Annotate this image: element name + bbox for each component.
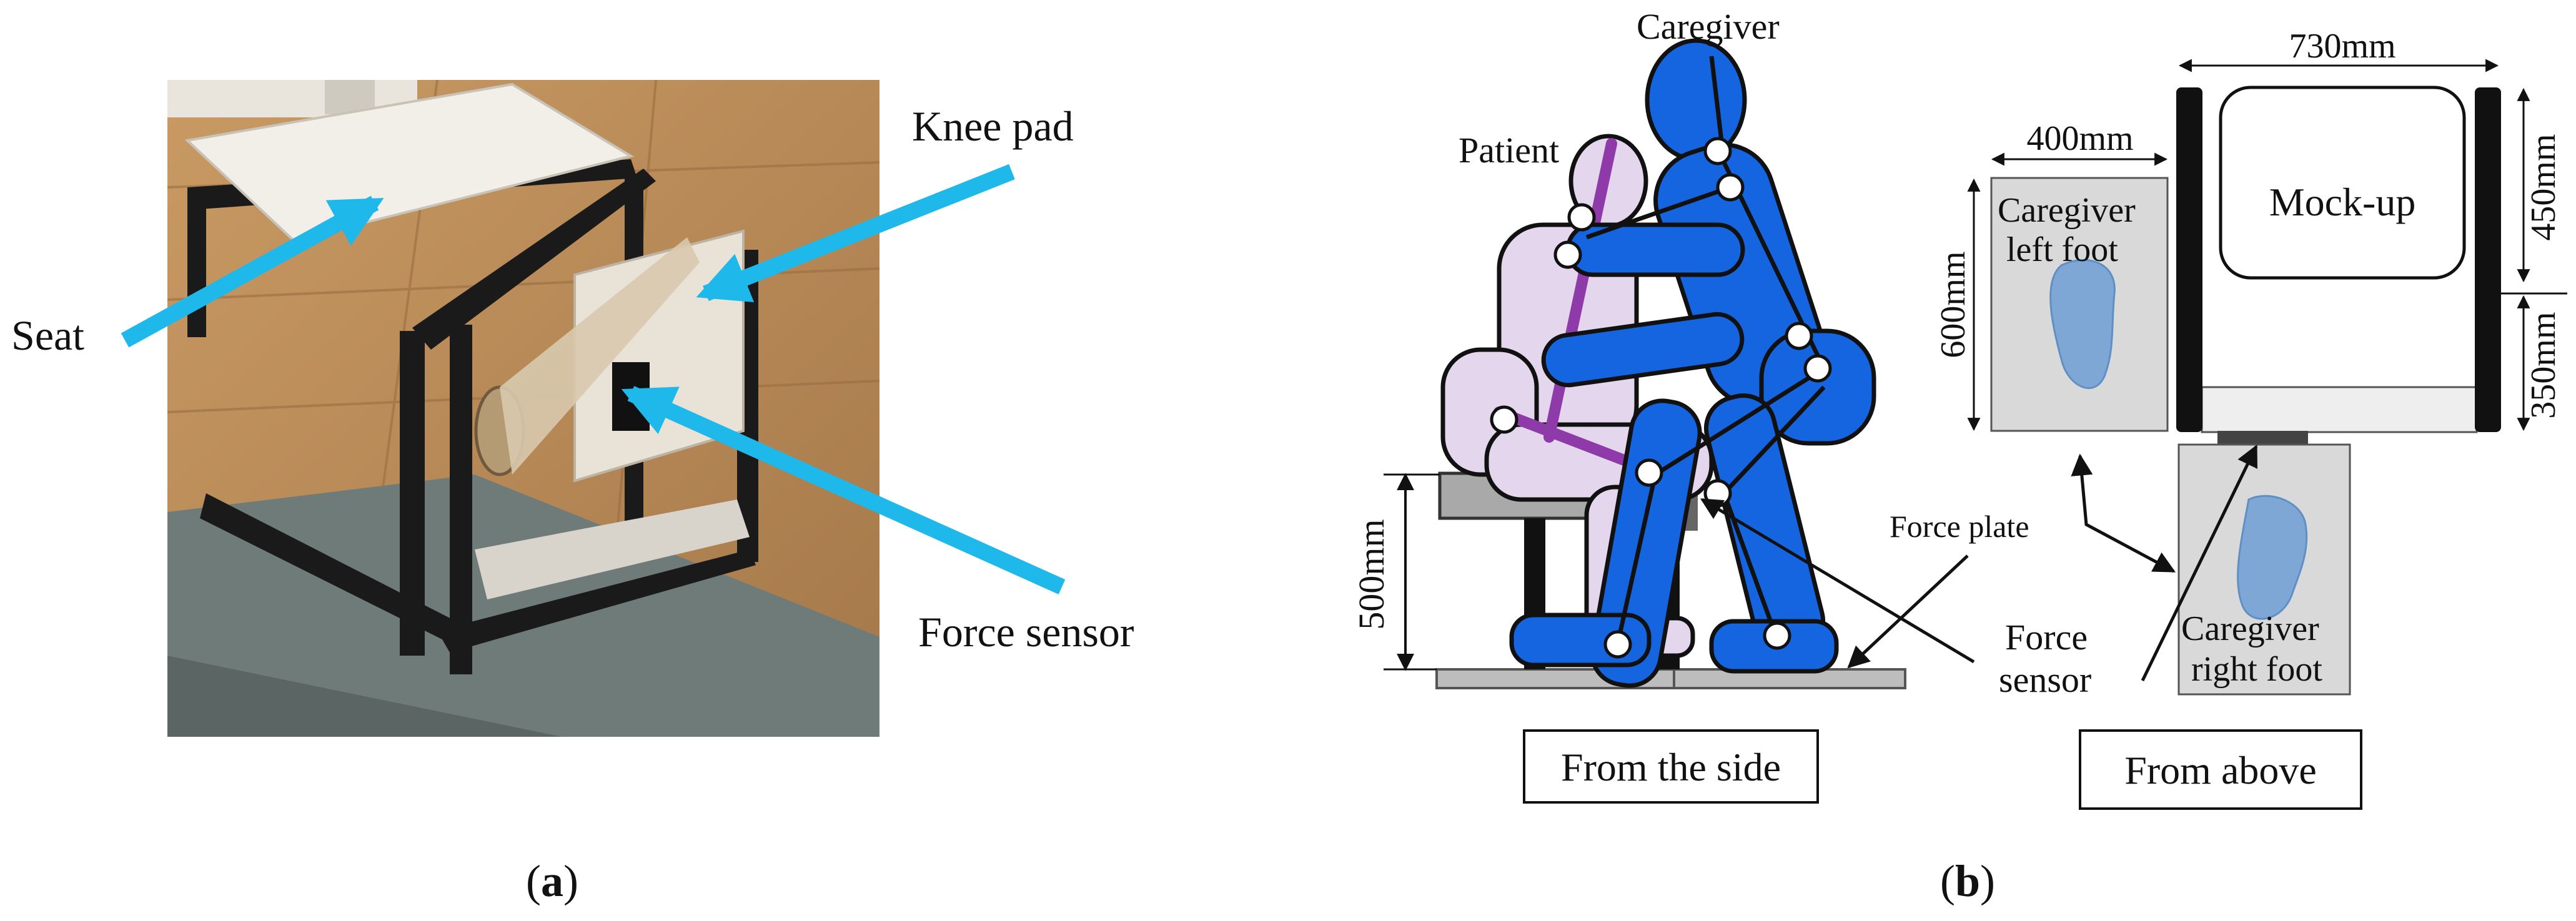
- left-foot-label-2: left foot: [2006, 230, 2118, 269]
- right-foot-label-1: Caregiver: [2181, 609, 2319, 648]
- mockup-rail-right: [2475, 87, 2501, 432]
- mockup-force-sensor: [2217, 431, 2308, 445]
- left-foot-print: [2049, 259, 2116, 389]
- caption-a: (a): [526, 856, 578, 906]
- caption-b: (b): [1940, 856, 1995, 906]
- force-plate-arrow: [1847, 554, 1969, 669]
- seat-arrow: [121, 195, 384, 348]
- side-view: 500mm Caregiver Patient Force plate Forc…: [1351, 6, 2091, 804]
- knee-pad-arrow: [696, 164, 1015, 303]
- right-foot-print: [2237, 495, 2308, 620]
- photo-force-plate: [167, 475, 879, 737]
- photo-seat-board: [184, 82, 635, 242]
- mockup-label: Mock-up: [2269, 180, 2416, 224]
- force-sensor-b-label-2: sensor: [1999, 659, 2091, 700]
- from-above-box: [2079, 729, 2362, 810]
- photo-panel: [167, 79, 880, 737]
- dim-730-label: 730mm: [2289, 27, 2395, 66]
- from-side-box: [1523, 729, 1819, 804]
- dim-350-label: 350mm: [2524, 312, 2563, 418]
- from-above-label: From above: [2124, 748, 2317, 792]
- force-sensor-b-label-1: Force: [2005, 617, 2088, 658]
- top-view: Caregiver left foot Mock-up Caregiver ri…: [1934, 27, 2567, 810]
- photo-roll-body: [500, 237, 700, 475]
- patient-label: Patient: [1459, 130, 1559, 170]
- force-plate-label: Force plate: [1890, 509, 2029, 544]
- top-force-plate-pointer: [2071, 453, 2176, 573]
- seat-label: Seat: [11, 312, 84, 359]
- right-foot-label-2: right foot: [2191, 650, 2322, 689]
- force-sensor-label: Force sensor: [918, 608, 1134, 656]
- caregiver-label: Caregiver: [1637, 6, 1780, 47]
- photo-lower-shelf: [475, 500, 750, 599]
- mockup-rail-left: [2176, 87, 2202, 432]
- dim-400-label: 400mm: [2026, 119, 2133, 158]
- from-side-label: From the side: [1561, 745, 1781, 789]
- dim-600-label: 600mm: [1934, 251, 1973, 358]
- dim-500-label: 500mm: [1351, 519, 1392, 629]
- knee-pad-label: Knee pad: [912, 102, 1074, 150]
- dim-450-label: 450mm: [2524, 134, 2563, 240]
- left-foot-label-1: Caregiver: [1998, 191, 2136, 230]
- caregiver-figure: [1509, 38, 1876, 688]
- photo-force-plate-dark: [167, 656, 562, 737]
- mockup-body: [2219, 86, 2466, 280]
- force-sensor-b-arrow: [1700, 498, 1975, 664]
- top-force-sensor-pointer: [2141, 444, 2258, 682]
- force-sensor-arrow: [621, 386, 1066, 594]
- mockup-platform: [2201, 386, 2478, 433]
